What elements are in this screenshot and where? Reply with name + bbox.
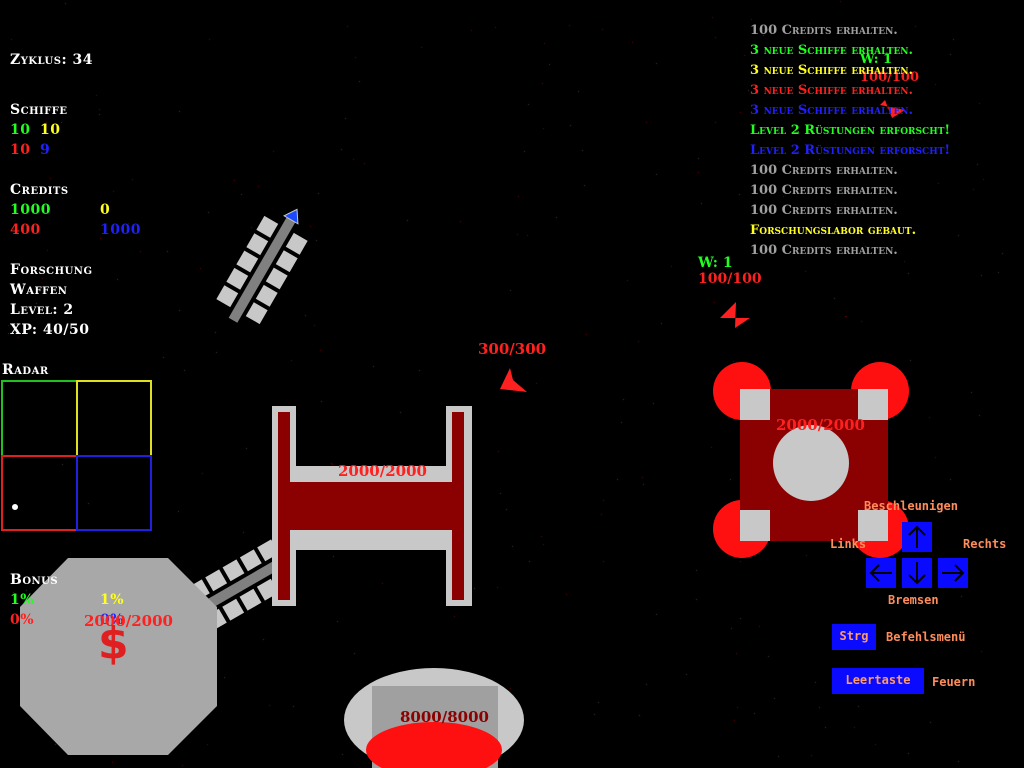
brake-label: Bremsen <box>888 593 939 607</box>
ghost-waves: W: 1 <box>860 52 893 67</box>
radar-quadrant-green[interactable] <box>1 380 78 457</box>
bank-building[interactable] <box>20 558 217 755</box>
radar-blip <box>12 504 18 510</box>
dome-hp: 8000/8000 <box>400 708 489 726</box>
radar-quadrant-yellow[interactable] <box>76 380 152 457</box>
ships-green: 10 <box>10 122 31 138</box>
message-item: 100 Credits erhalten. <box>750 163 898 178</box>
factory-hp: 2000/2000 <box>338 462 427 480</box>
ship-hp: 100/100 <box>698 271 762 287</box>
bank-hp: 2000/2000 <box>84 612 173 630</box>
arrow-left-icon <box>869 564 892 582</box>
dollar-icon: $ <box>98 618 129 669</box>
space-action-label: Feuern <box>932 675 976 689</box>
ships-blue: 9 <box>40 142 51 158</box>
message-item: 100 Credits erhalten. <box>750 183 898 198</box>
credits-yellow: 0 <box>100 202 111 218</box>
radar-title: Radar <box>2 362 49 378</box>
bonus-green: 1% <box>10 592 35 608</box>
ctrl-action-label: Befehlsmenü <box>886 630 966 644</box>
left-label: Links <box>830 537 867 551</box>
message-item: 3 neue Schiffe erhalten. <box>750 43 914 58</box>
credits-green: 1000 <box>10 202 51 218</box>
enemy-ship-center[interactable] <box>500 368 527 392</box>
credits-blue: 1000 <box>100 222 141 238</box>
ships-title: Schiffe <box>10 102 68 118</box>
ghost-hp: 100/100 <box>860 70 920 85</box>
research-level: Level: 2 <box>10 302 74 318</box>
message-item: 100 Credits erhalten. <box>750 203 898 218</box>
cycle-value: 34 <box>72 52 94 68</box>
ghost-ship <box>880 100 905 118</box>
message-log: 100 Credits erhalten. 3 neue Schiffe erha… <box>750 21 950 261</box>
ctrl-key[interactable]: Strg <box>832 624 876 650</box>
bonus-yellow: 1% <box>100 592 125 608</box>
ships-red: 10 <box>10 142 31 158</box>
message-item: 100 Credits erhalten. <box>750 23 898 38</box>
message-item: 100 Credits erhalten. <box>750 243 898 258</box>
credits-title: Credits <box>10 182 69 198</box>
message-item: 3 neue Schiffe erhalten. <box>750 63 914 78</box>
left-arrow-key[interactable] <box>866 558 896 588</box>
right-label: Rechts <box>963 537 1007 551</box>
research-title: Forschung <box>10 262 93 278</box>
message-item: Forschungslabor gebaut. <box>750 223 917 238</box>
cycle-display: Zyklus: 34 <box>10 50 93 70</box>
ship-waves: W: 1 <box>698 255 733 271</box>
bonus-blue: 0% <box>100 612 125 628</box>
arrow-up-icon <box>908 525 926 548</box>
cycle-label: Zyklus: <box>10 52 68 68</box>
arrow-right-icon <box>942 564 965 582</box>
down-arrow-key[interactable] <box>902 558 932 588</box>
credits-red: 400 <box>10 222 41 238</box>
up-arrow-key[interactable] <box>902 522 932 552</box>
ships-yellow: 10 <box>40 122 61 138</box>
solar-satellite-top <box>216 208 308 325</box>
research-topic: Waffen <box>10 282 68 298</box>
base-hp: 2000/2000 <box>776 416 865 434</box>
message-item: Level 2 Rüstungen erforscht! <box>750 143 951 158</box>
research-xp: XP: 40/50 <box>10 322 90 338</box>
message-item: 3 neue Schiffe erhalten. <box>750 103 914 118</box>
bonus-title: Bonus <box>10 572 59 588</box>
enemy-ship-hp: 300/300 <box>478 340 547 358</box>
arrow-down-icon <box>908 562 926 585</box>
dome-building[interactable] <box>344 668 524 768</box>
accelerate-label: Beschleunigen <box>864 499 958 513</box>
message-item: 3 neue Schiffe erhalten. <box>750 83 914 98</box>
radar-quadrant-red[interactable] <box>1 455 78 531</box>
factory-building[interactable] <box>272 406 472 606</box>
player-ship[interactable] <box>720 302 750 328</box>
right-arrow-key[interactable] <box>938 558 968 588</box>
enemy-base[interactable] <box>713 362 909 558</box>
bonus-red: 0% <box>10 612 35 628</box>
radar-quadrant-blue[interactable] <box>76 455 152 531</box>
radar-panel[interactable] <box>1 380 152 531</box>
message-item: Level 2 Rüstungen erforscht! <box>750 123 951 138</box>
space-key[interactable]: Leertaste <box>832 668 924 694</box>
